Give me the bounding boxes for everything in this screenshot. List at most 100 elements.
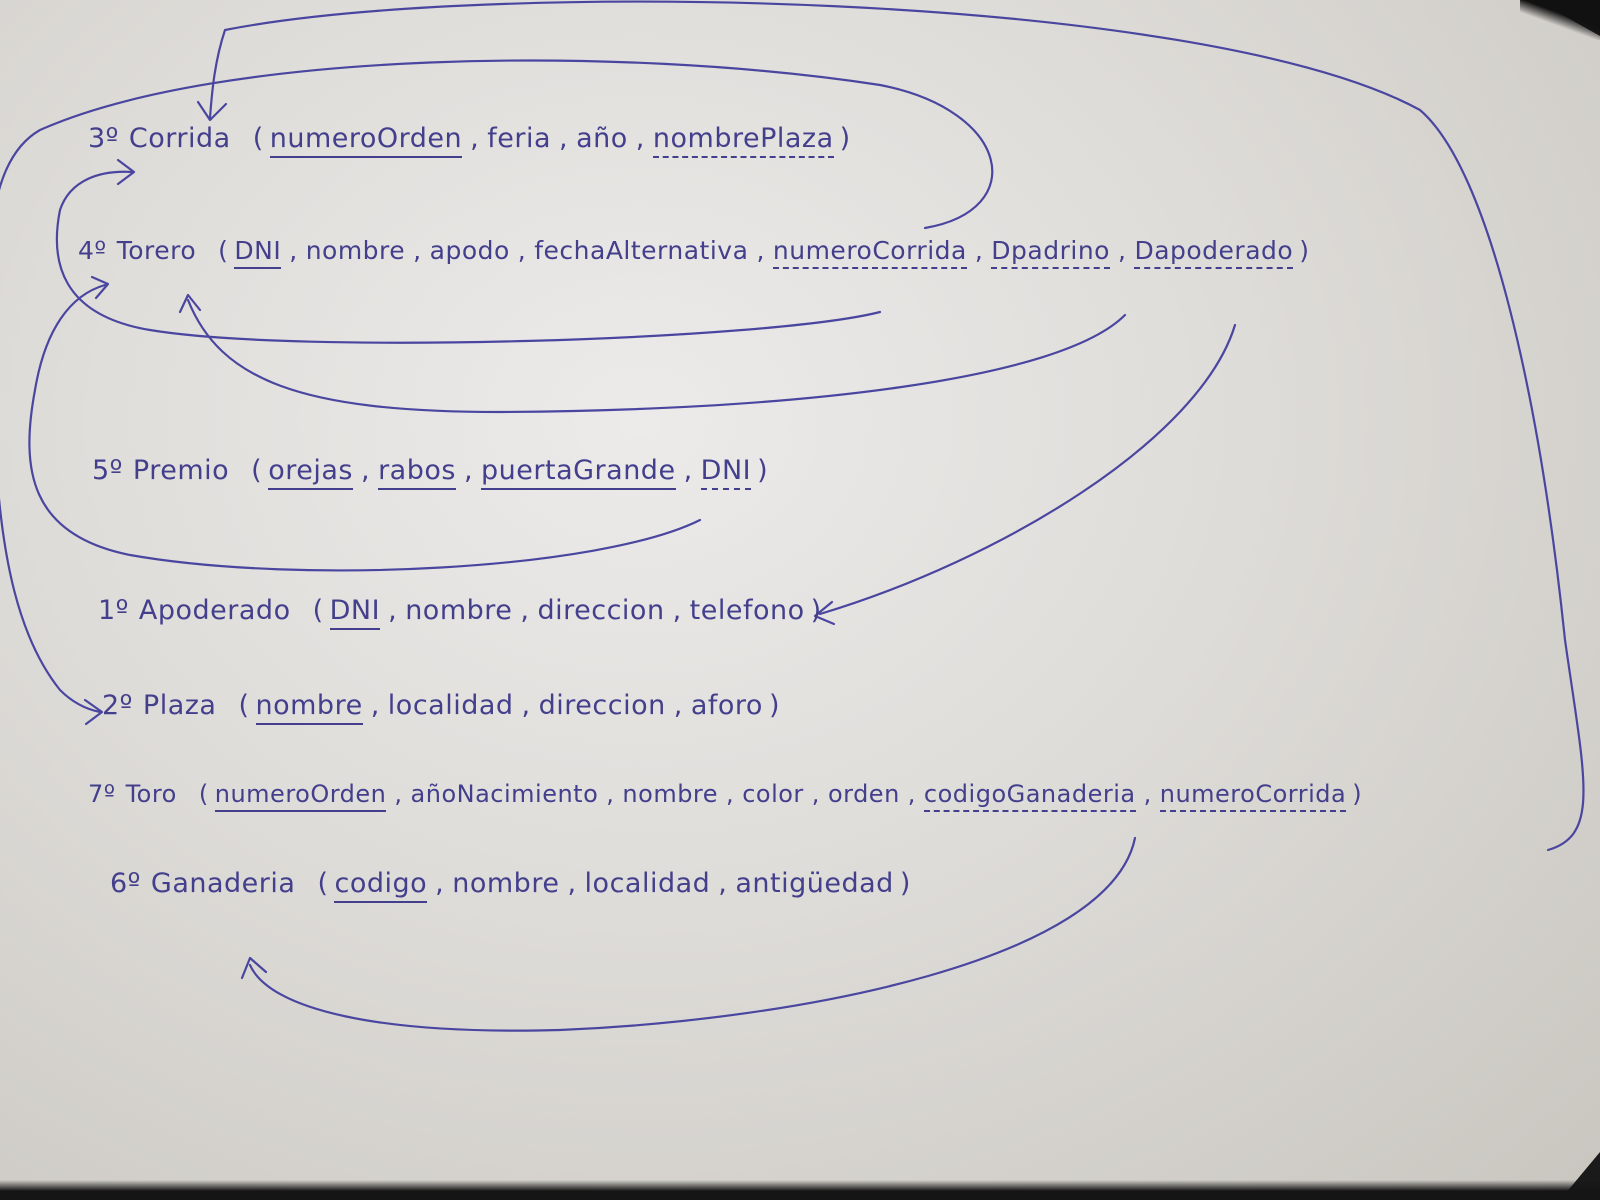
relation-name: Torero bbox=[116, 236, 197, 265]
close-paren: ) bbox=[1299, 236, 1310, 265]
arrowhead-corrida bbox=[196, 100, 228, 122]
separator: , bbox=[413, 236, 422, 265]
attribute-foreign-key: codigoGanaderia bbox=[923, 780, 1136, 812]
attribute-foreign-key: nombrePlaza bbox=[652, 123, 834, 158]
separator: , bbox=[726, 780, 735, 808]
close-paren: ) bbox=[757, 455, 769, 486]
separator: , bbox=[606, 780, 615, 808]
arrow-dapoderado-to-apoderado bbox=[818, 323, 1237, 616]
attribute: antigüedad bbox=[735, 868, 894, 899]
open-paren: ( bbox=[218, 236, 229, 265]
relation-number: 1º bbox=[98, 595, 129, 626]
attribute-foreign-key: Dapoderado bbox=[1134, 236, 1294, 269]
separator: , bbox=[1143, 780, 1152, 808]
separator: , bbox=[435, 868, 445, 899]
background-shadow-bottom bbox=[0, 1180, 1600, 1200]
separator: , bbox=[567, 868, 577, 899]
attribute: nombre bbox=[622, 780, 719, 808]
attribute: direccion bbox=[538, 690, 666, 721]
arrowhead-plaza bbox=[83, 698, 104, 726]
attribute: año bbox=[576, 123, 628, 154]
separator: , bbox=[388, 595, 398, 626]
attribute: nombre bbox=[405, 595, 513, 626]
open-paren: ( bbox=[312, 595, 324, 626]
attribute: añoNacimiento bbox=[410, 780, 599, 808]
open-paren: ( bbox=[251, 455, 263, 486]
attribute: orden bbox=[827, 780, 900, 808]
open-paren: ( bbox=[317, 868, 329, 899]
arrow-dpadrino-to-torero bbox=[186, 298, 1127, 414]
attribute-primary-key: DNI bbox=[329, 595, 381, 630]
separator: , bbox=[673, 690, 683, 721]
attribute: color bbox=[742, 780, 804, 808]
attribute: fechaAlternativa bbox=[534, 236, 749, 265]
relation-name: Ganaderia bbox=[150, 868, 296, 899]
separator: , bbox=[974, 236, 984, 265]
open-paren: ( bbox=[252, 123, 264, 154]
attribute: aforo bbox=[690, 690, 763, 721]
attribute-primary-key: nombre bbox=[255, 690, 363, 725]
open-paren: ( bbox=[198, 780, 209, 808]
arrowhead-torero-from-premio bbox=[90, 275, 110, 300]
separator: , bbox=[360, 455, 371, 486]
attribute-primary-key: orejas bbox=[268, 455, 353, 490]
arrow-toro-to-ganaderia bbox=[248, 836, 1137, 1032]
separator: , bbox=[811, 780, 820, 808]
arrow-corrida-to-plaza bbox=[0, 59, 994, 714]
close-paren: ) bbox=[810, 595, 822, 626]
open-paren: ( bbox=[238, 690, 250, 721]
separator: , bbox=[907, 780, 916, 808]
attribute-primary-key: DNI bbox=[234, 236, 282, 269]
separator: , bbox=[517, 236, 527, 265]
separator: , bbox=[683, 455, 693, 486]
attribute: localidad bbox=[584, 868, 711, 899]
separator: , bbox=[394, 780, 403, 808]
arrowhead-apoderado bbox=[813, 600, 836, 626]
separator: , bbox=[470, 123, 480, 154]
relation-name: Plaza bbox=[142, 690, 217, 721]
attribute-foreign-key: numeroCorrida bbox=[1159, 780, 1347, 812]
background-shadow-top bbox=[1520, 0, 1600, 40]
relation-name: Corrida bbox=[128, 123, 231, 154]
relation-name: Toro bbox=[125, 780, 177, 808]
attribute-primary-key: rabos bbox=[378, 455, 456, 490]
relation-number: 2º bbox=[102, 690, 133, 721]
close-paren: ) bbox=[899, 868, 911, 899]
attribute: nombre bbox=[305, 236, 406, 265]
attribute-primary-key: codigo bbox=[334, 868, 428, 903]
close-paren: ) bbox=[839, 123, 851, 154]
relation-number: 6º bbox=[110, 868, 141, 899]
arrowhead-corrida-from-torero bbox=[116, 158, 136, 186]
separator: , bbox=[370, 690, 380, 721]
arrowhead-torero bbox=[178, 293, 202, 314]
attribute: localidad bbox=[387, 690, 514, 721]
relation-name: Premio bbox=[132, 455, 230, 486]
separator: , bbox=[672, 595, 682, 626]
separator: , bbox=[521, 690, 531, 721]
relation-name: Apoderado bbox=[138, 595, 291, 626]
attribute-foreign-key: numeroCorrida bbox=[772, 236, 967, 269]
relation-number: 5º bbox=[92, 455, 123, 486]
attribute: telefono bbox=[689, 595, 805, 626]
separator: , bbox=[463, 455, 474, 486]
separator: , bbox=[635, 123, 645, 154]
arrow-premio-to-torero bbox=[28, 283, 702, 572]
arrowhead-ganaderia bbox=[240, 956, 268, 980]
separator: , bbox=[756, 236, 765, 265]
attribute-primary-key: numeroOrden bbox=[214, 780, 387, 812]
relation-number: 3º bbox=[88, 123, 119, 154]
arrow-toro-to-corrida bbox=[208, 0, 1585, 852]
separator: , bbox=[559, 123, 569, 154]
close-paren: ) bbox=[768, 690, 780, 721]
separator: , bbox=[520, 595, 530, 626]
attribute: nombre bbox=[452, 868, 560, 899]
